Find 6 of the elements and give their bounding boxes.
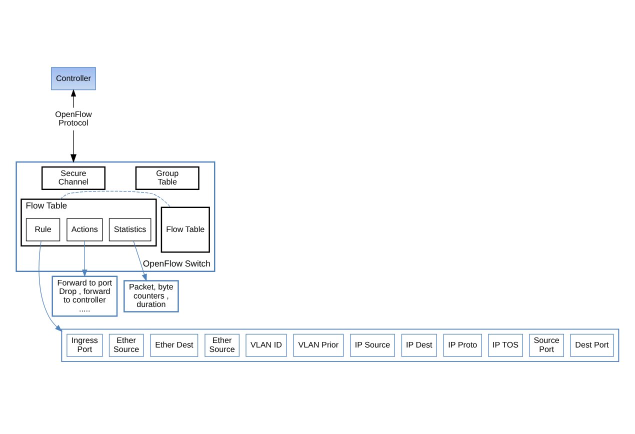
cluster xyxy=(61,328,620,362)
arrow xyxy=(38,240,62,332)
arrow xyxy=(82,240,88,278)
arrow xyxy=(133,240,147,282)
arrow xyxy=(70,130,77,163)
arrow xyxy=(70,89,76,108)
